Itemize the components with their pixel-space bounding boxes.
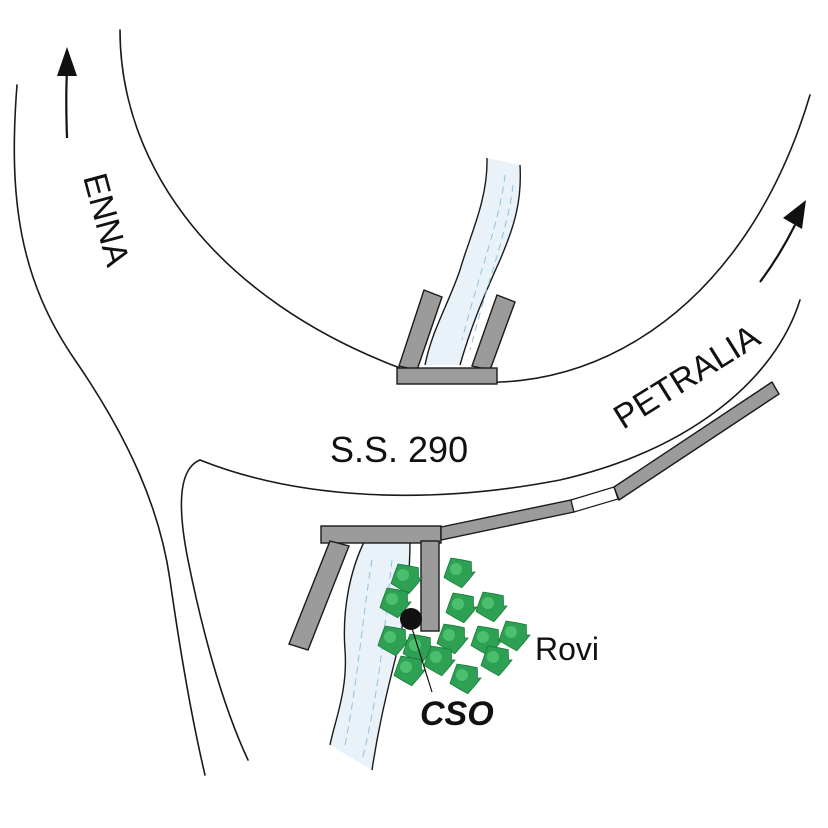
upper-stream-bank-left [424,157,488,366]
cso-marker[interactable] [400,608,433,693]
shrub-icon [393,655,426,687]
shrub-icon [379,587,412,619]
label-enna: ENNA [75,169,136,270]
guardrail-segment-1 [440,499,575,541]
label-cso: CSO [420,695,494,733]
road-lower-arc [199,299,801,497]
label-road: S.S. 290 [330,429,468,470]
road-ss290 [13,29,811,776]
shrub-icon [449,663,482,695]
lower-stream-bank-left [329,539,366,746]
arrow-head-icon [783,200,806,229]
upper-stream-bank-right [459,164,522,366]
shrub-icon [390,563,423,595]
shrub-icon [475,591,508,623]
lower-wall-right [420,540,440,632]
guardrail-gap [570,486,619,513]
lower-wall-left [288,540,350,651]
shrub-icon [423,645,456,677]
shrub-icon [498,620,531,652]
lower-culvert[interactable] [288,381,780,651]
petralia-arrow [759,200,806,283]
guardrail-segment-2 [613,381,780,502]
arrow-head-icon [57,47,77,76]
upper-culvert[interactable] [396,289,516,385]
vegetation-rovi [377,557,531,695]
road-outer-edge-left [13,84,206,776]
shrub-icon [436,623,469,655]
label-rovi: Rovi [535,631,599,667]
side-road-edge [180,459,249,761]
upper-headwall [396,367,498,385]
cso-point [400,608,422,630]
upper-stream [424,157,522,366]
enna-arrow [57,47,77,139]
label-petralia: PETRALIA [607,317,767,437]
shrub-icon [480,645,513,677]
shrub-icon [445,592,478,624]
shrub-icon [443,557,476,589]
shrub-icon [377,625,410,657]
